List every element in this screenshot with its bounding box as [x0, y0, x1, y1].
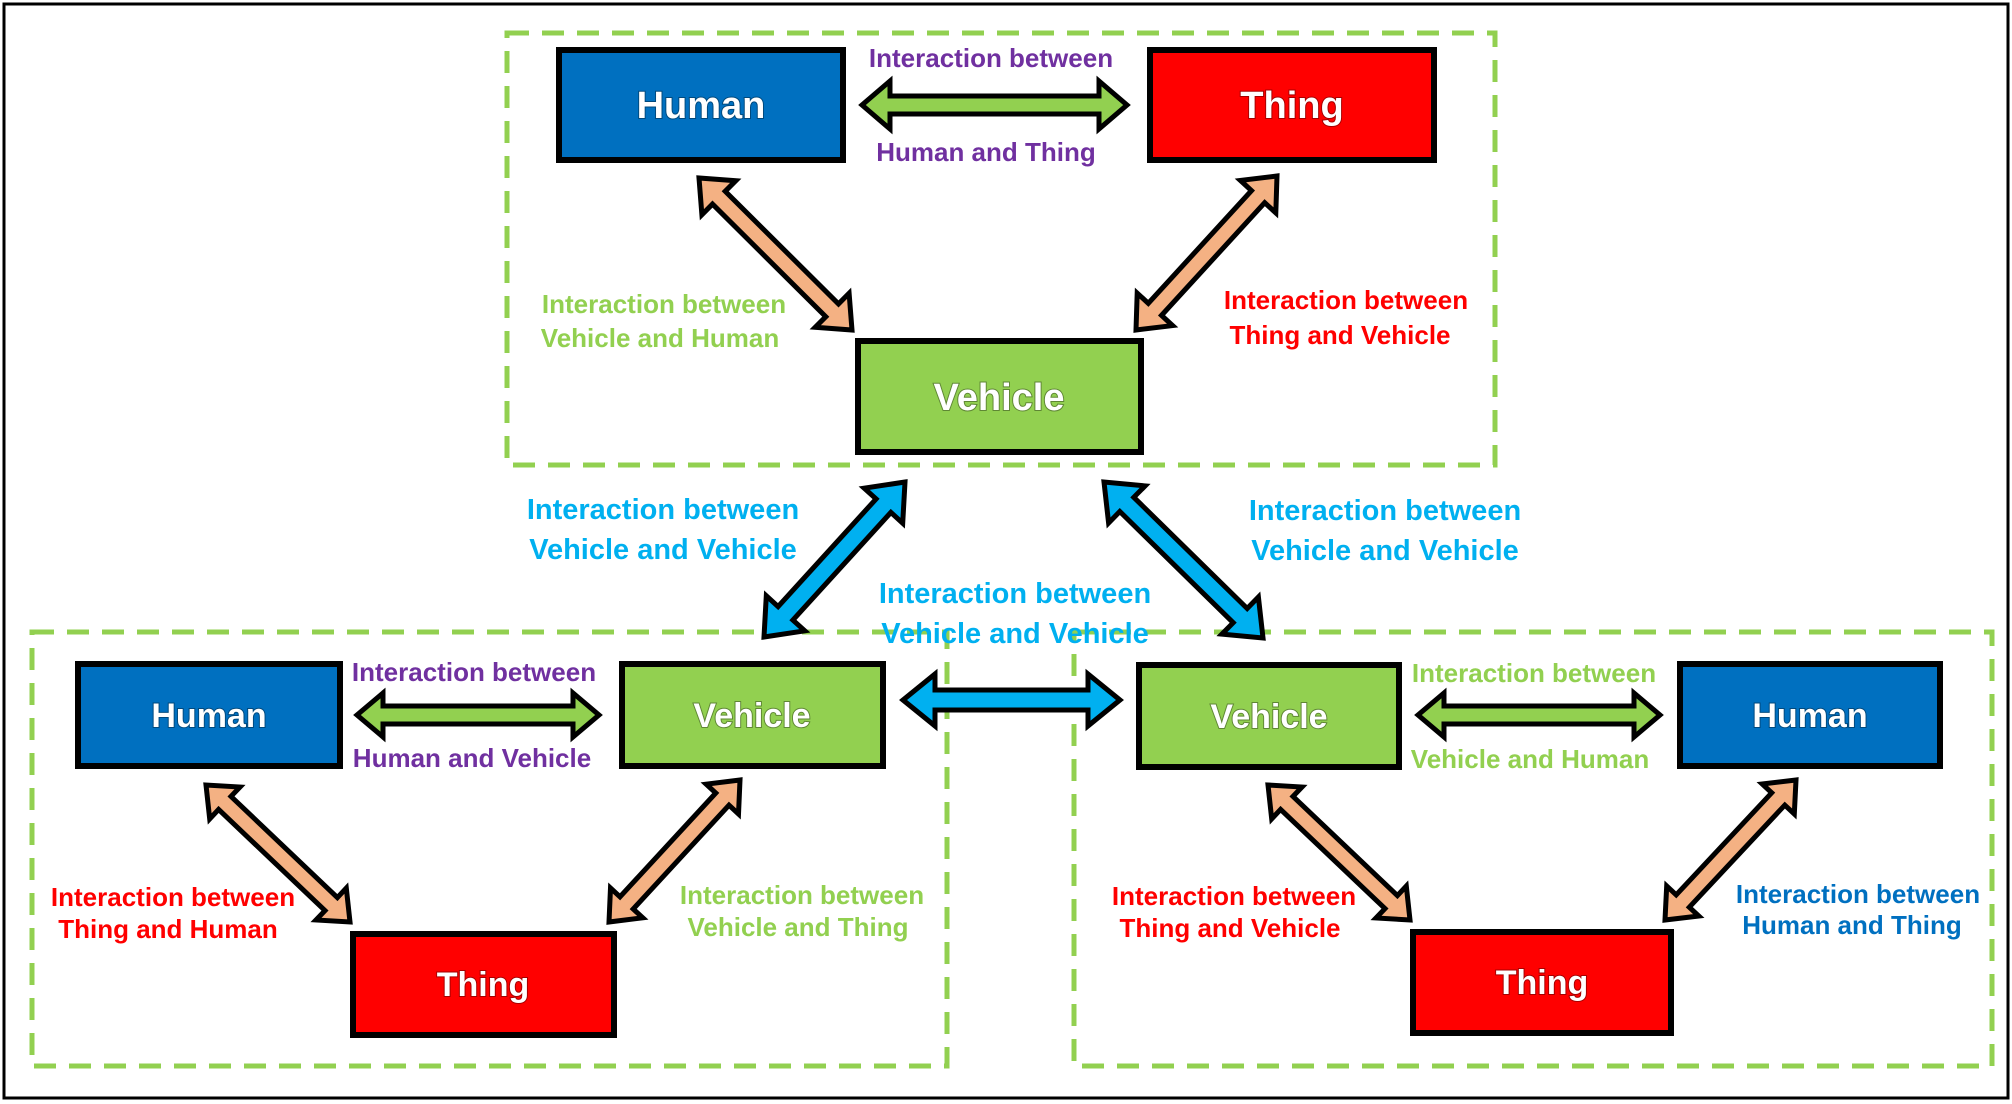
v2v-middle-arrow: [899, 668, 1124, 732]
v2v-middle-label-line2: Vehicle and Vehicle: [881, 618, 1149, 650]
left-thing-node: [350, 931, 617, 1038]
top-thing-node: [1147, 47, 1437, 163]
v2v-right-arrow: [1101, 479, 1266, 641]
left-human-label: Human: [151, 697, 266, 735]
v2v-right-label-line1: Interaction between: [1249, 495, 1521, 527]
left-thing-human-label-line1: Interaction between: [51, 882, 295, 912]
right-thing-node: [1410, 929, 1674, 1036]
top-human-thing-arrow: [858, 75, 1131, 135]
v2v-left-label-line2: Vehicle and Vehicle: [529, 534, 797, 566]
right-thing-vehicle-label-line1: Interaction between: [1112, 881, 1356, 911]
top-thing-vehicle-label-line2: Thing and Vehicle: [1229, 320, 1450, 350]
left-human-thing-arrow: [203, 782, 353, 925]
arrows-layer: [203, 75, 1799, 925]
right-human-label: Human: [1752, 697, 1867, 735]
top-vehicle-human-label-line1: Interaction between: [542, 289, 786, 319]
top-human-thing-label-line1: Interaction between: [869, 43, 1113, 73]
right-group-box: [1071, 629, 1995, 1069]
left-thing-human-label-line2: Thing and Human: [58, 914, 278, 944]
left-vehicle-thing-label-line1: Interaction between: [680, 880, 924, 910]
v2v-middle-label-line1: Interaction between: [879, 578, 1151, 610]
left-vehicle-thing-label-line2: Vehicle and Thing: [687, 912, 908, 942]
left-group-box: [29, 629, 950, 1069]
top-human-vehicle-arrow: [696, 175, 855, 333]
right-human-thing-arrow: [1662, 777, 1799, 923]
left-vehicle-thing-arrow: [606, 777, 743, 925]
top-vehicle-node: [855, 338, 1144, 455]
left-human-node: [75, 661, 343, 769]
left-thing-label: Thing: [437, 966, 530, 1004]
v2v-left-arrow: [761, 479, 908, 640]
right-human-node: [1677, 661, 1943, 769]
right-vehicle-human-label-line1: Interaction between: [1412, 658, 1656, 688]
top-thing-vehicle-arrow: [1133, 173, 1280, 333]
right-vehicle-thing-arrow: [1265, 782, 1413, 923]
right-human-thing-label-line2: Human and Thing: [1742, 910, 1962, 940]
left-vehicle-node: [619, 661, 886, 769]
left-human-vehicle-arrow: [353, 687, 603, 743]
top-group-box: [504, 30, 1498, 468]
right-thing-label: Thing: [1496, 964, 1589, 1002]
right-vehicle-human-label-line2: Vehicle and Human: [1411, 744, 1649, 774]
right-vehicle-node: [1136, 662, 1402, 770]
top-vehicle-human-label-line2: Vehicle and Human: [541, 323, 779, 353]
top-thing-label: Thing: [1240, 85, 1343, 127]
v2v-right-label-line2: Vehicle and Vehicle: [1251, 535, 1519, 567]
right-human-thing-label-line1: Interaction between: [1736, 879, 1980, 909]
left-human-vehicle-label-line1: Interaction between: [352, 657, 596, 687]
top-thing-vehicle-label-line1: Interaction between: [1224, 285, 1468, 315]
right-vehicle-label: Vehicle: [1210, 698, 1327, 736]
left-human-vehicle-label-line2: Human and Vehicle: [353, 743, 591, 773]
right-thing-vehicle-label-line2: Thing and Vehicle: [1119, 913, 1340, 943]
top-human-label: Human: [637, 85, 766, 127]
top-vehicle-label: Vehicle: [934, 377, 1065, 419]
top-human-node: [556, 47, 846, 163]
right-vehicle-human-arrow: [1414, 687, 1664, 743]
top-human-thing-label-line2: Human and Thing: [876, 137, 1096, 167]
v2v-left-label-line1: Interaction between: [527, 494, 799, 526]
left-vehicle-label: Vehicle: [693, 697, 810, 735]
